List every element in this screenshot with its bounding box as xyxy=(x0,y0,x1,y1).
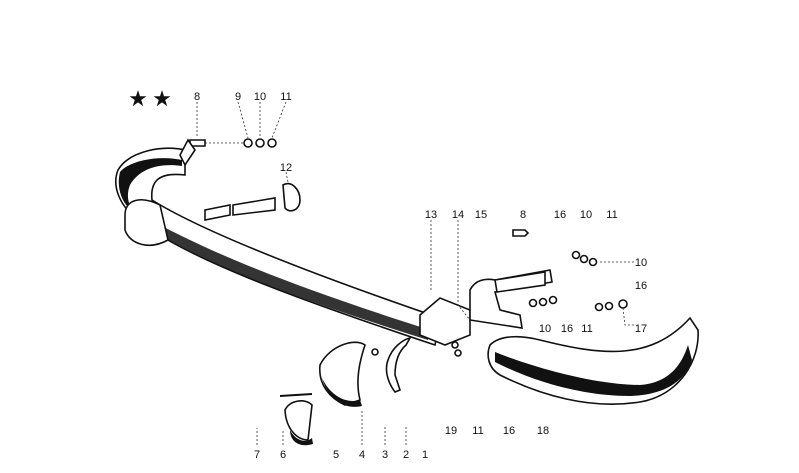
callout-8: 8 xyxy=(520,209,526,221)
callout-2: 2 xyxy=(403,449,409,461)
callout-14: 14 xyxy=(452,209,464,221)
star-marker-icon: ★ xyxy=(152,86,172,111)
bumper-corner-18 xyxy=(487,316,699,405)
callout-11: 11 xyxy=(606,209,617,221)
callout-17: 17 xyxy=(635,323,647,335)
callout-13: 13 xyxy=(425,209,437,221)
callout-8: 8 xyxy=(194,91,200,103)
callout-19: 19 xyxy=(445,425,457,437)
callout-18: 18 xyxy=(537,425,549,437)
callout-1: 1 xyxy=(422,449,428,461)
callout-10: 10 xyxy=(635,257,647,269)
callout-5: 5 xyxy=(333,449,339,461)
callout-7: 7 xyxy=(254,449,260,461)
callout-labels: 8 9 10 11 12 13 14 15 8 16 10 11 10 16 1… xyxy=(194,91,647,461)
callout-16: 16 xyxy=(554,209,566,221)
callout-12: 12 xyxy=(280,162,292,174)
callout-10: 10 xyxy=(254,91,266,103)
center-bracket xyxy=(419,269,553,346)
leader-lines xyxy=(196,101,636,445)
callout-3: 3 xyxy=(382,449,388,461)
callout-16: 16 xyxy=(635,280,647,292)
callout-4: 4 xyxy=(359,449,365,461)
callout-11: 11 xyxy=(280,91,291,103)
callout-15: 15 xyxy=(475,209,487,221)
callout-11: 11 xyxy=(472,425,483,437)
callout-11: 11 xyxy=(581,323,592,335)
callout-10: 10 xyxy=(580,209,592,221)
bumper-guards xyxy=(279,336,412,446)
callout-9: 9 xyxy=(235,91,241,103)
star-marker-icon: ★ xyxy=(128,86,148,111)
hardware xyxy=(179,138,628,357)
callout-16: 16 xyxy=(503,425,515,437)
front-bumper xyxy=(115,147,441,347)
callout-10: 10 xyxy=(539,323,551,335)
callout-16: 16 xyxy=(561,323,573,335)
callout-6: 6 xyxy=(280,449,286,461)
